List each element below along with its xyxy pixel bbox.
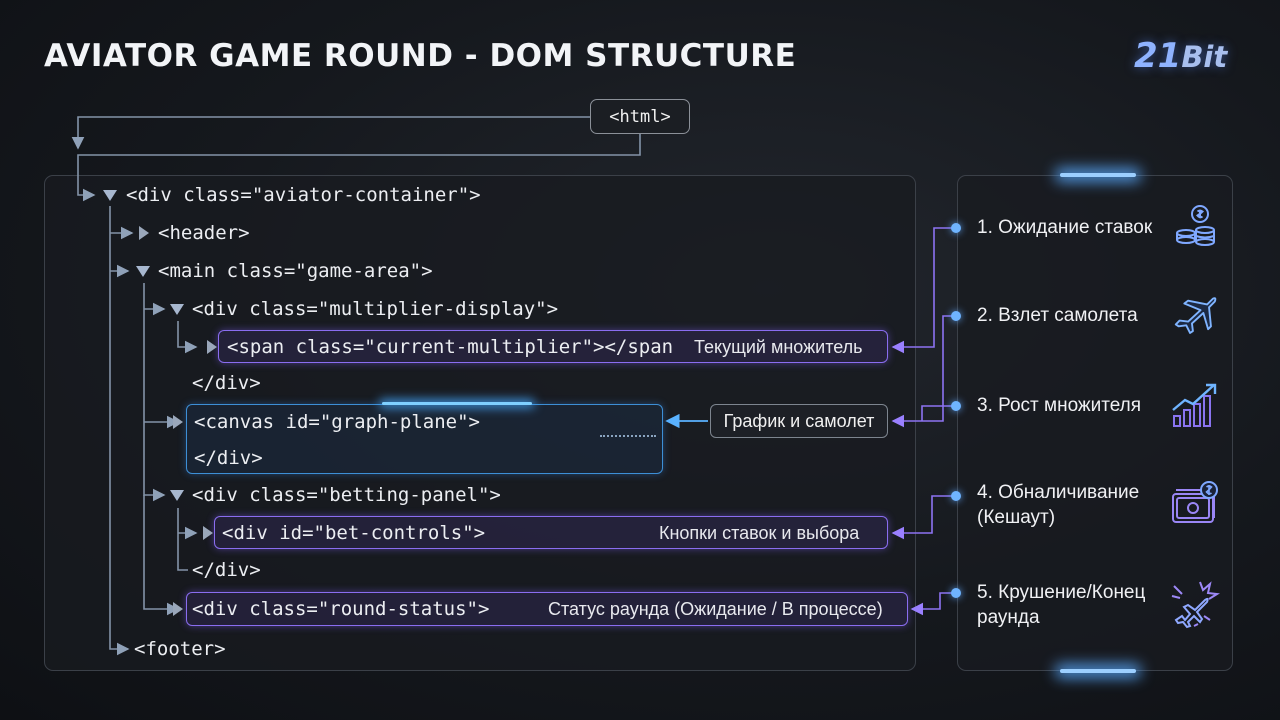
canvas-glow [382, 402, 532, 405]
node-round-status[interactable]: <div class="round-status"> [192, 598, 490, 620]
step-waiting-bets: 1. Ожидание ставок [977, 217, 1153, 238]
node-aviator-container[interactable]: <div class="aviator-container"> [126, 184, 481, 206]
html-root-node: <html> [590, 99, 690, 134]
round-status-highlight [186, 592, 908, 626]
node-multiplier-close: </div> [192, 372, 261, 394]
step-takeoff: 2. Взлет самолета [977, 305, 1138, 326]
airplane-icon [1174, 297, 1217, 334]
collapse-right-icon[interactable] [203, 526, 213, 540]
annotation-bet-controls: Кнопки ставок и выбора [659, 523, 860, 543]
node-canvas-close: </div> [194, 447, 263, 469]
logo-word: Bit [1181, 40, 1228, 74]
step-dot [951, 401, 961, 411]
canvas-highlight [186, 404, 663, 474]
step-cashout: 4. Обналичивание (Кешаут) [977, 482, 1140, 528]
expand-down-icon[interactable] [103, 190, 117, 201]
collapse-right-icon[interactable] [139, 226, 149, 240]
node-canvas-graph-plane[interactable]: <canvas id="graph-plane"> [194, 411, 480, 433]
panel-glow-top [1060, 173, 1136, 177]
collapse-right-icon[interactable] [207, 340, 217, 354]
canvas-dotted-line [600, 435, 656, 437]
annotation-round-status: Статус раунда (Ожидание / В процессе) [548, 599, 883, 619]
node-current-multiplier[interactable]: <span class="current-multiplier"></span [227, 336, 674, 358]
step-dot [951, 491, 961, 501]
node-betting-close: </div> [192, 559, 261, 581]
expand-down-icon[interactable] [136, 266, 150, 277]
collapse-right-icon[interactable] [173, 415, 183, 429]
coins-icon [1176, 205, 1215, 246]
node-footer[interactable]: <footer> [134, 638, 226, 660]
node-header[interactable]: <header> [158, 222, 250, 244]
bet-controls-highlight [214, 516, 888, 549]
node-multiplier-display[interactable]: <div class="multiplier-display"> [192, 298, 559, 320]
step-dot [951, 311, 961, 321]
collapse-right-icon[interactable] [173, 602, 183, 616]
step-dot [951, 588, 961, 598]
node-main-game-area[interactable]: <main class="game-area"> [158, 260, 433, 282]
step-crash-end: 5. Крушение/Конец раунда [977, 582, 1146, 628]
current-multiplier-highlight [218, 330, 888, 363]
annotation-current-multiplier: Текущий множитель [694, 337, 863, 357]
cash-icon [1172, 481, 1218, 523]
annotation-canvas: График и самолет [710, 404, 888, 438]
expand-down-icon[interactable] [170, 304, 184, 315]
node-betting-panel[interactable]: <div class="betting-panel"> [192, 484, 501, 506]
logo-number: 21 [1134, 36, 1182, 76]
panel-glow-bottom [1060, 669, 1136, 673]
crash-icon [1171, 581, 1220, 629]
expand-down-icon[interactable] [170, 490, 184, 501]
node-bet-controls[interactable]: <div id="bet-controls"> [222, 522, 486, 544]
growth-chart-icon [1172, 383, 1217, 427]
step-dot [951, 223, 961, 233]
page-title: AVIATOR GAME ROUND - DOM STRUCTURE [44, 38, 797, 74]
step-multiplier-growth: 3. Рост множителя [977, 395, 1142, 416]
brand-logo: 21Bit [1134, 36, 1227, 76]
round-steps-panel [957, 175, 1233, 671]
